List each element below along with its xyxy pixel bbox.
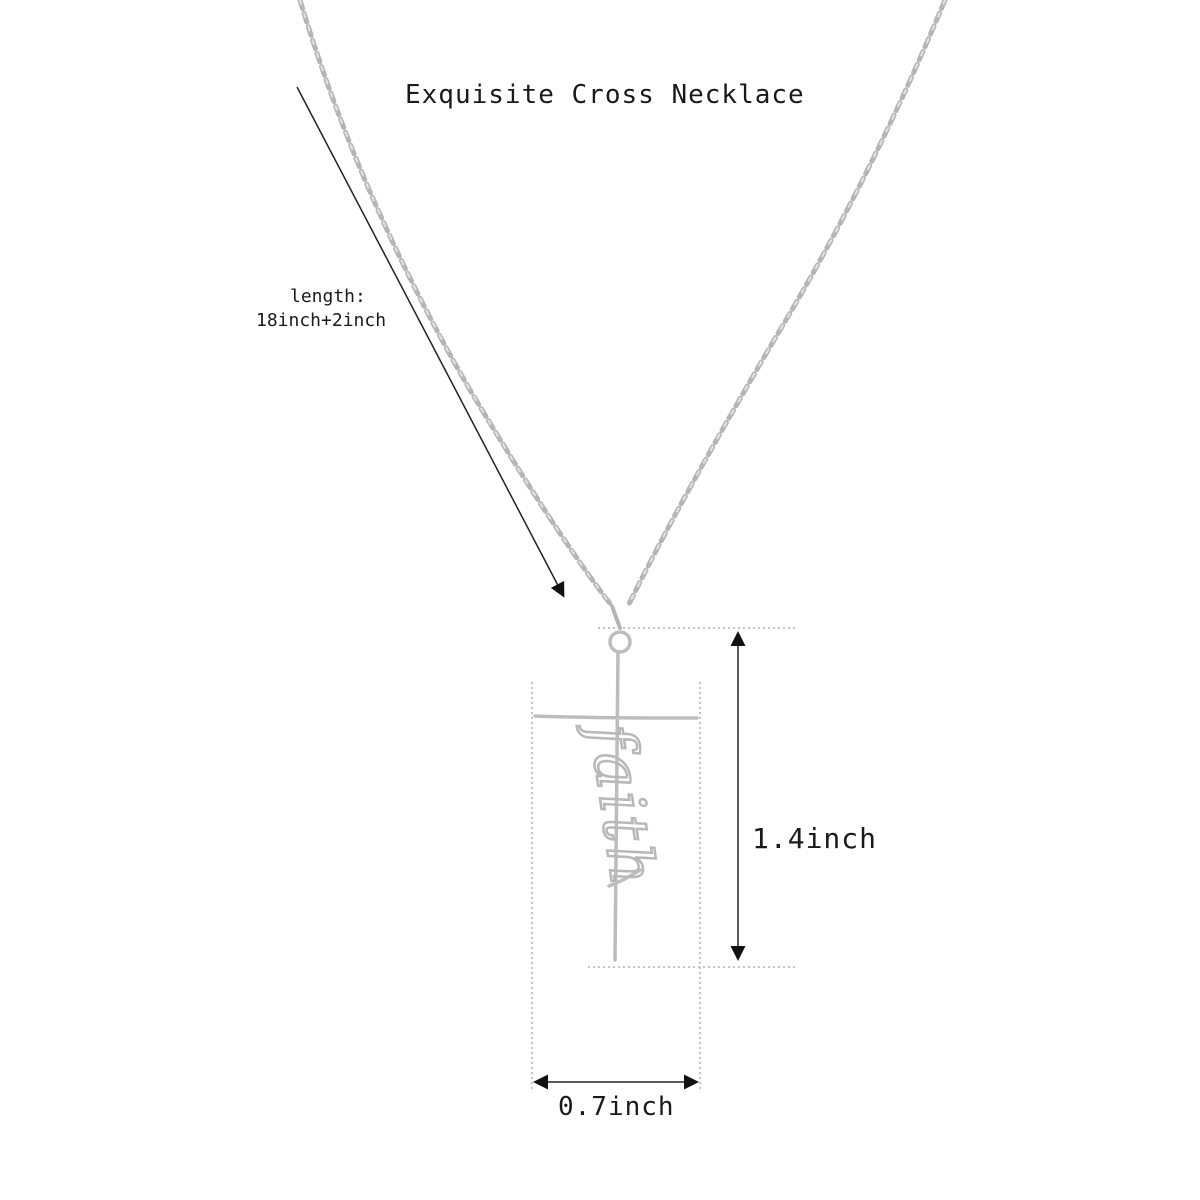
width-label: 0.7inch: [558, 1092, 675, 1122]
length-label: length:: [290, 286, 366, 307]
height-label: 1.4inch: [752, 822, 878, 855]
dimension-guides: [531, 627, 795, 1090]
jump-ring: [610, 604, 622, 630]
chain: [297, 0, 948, 630]
length-arrow: [296, 86, 565, 598]
chain-left-inner: [299, 0, 613, 607]
pendant-script-text: faith: [575, 716, 671, 893]
product-title: Exquisite Cross Necklace: [405, 80, 805, 110]
chain-right-inner: [627, 0, 946, 607]
length-value: 18inch+2inch: [256, 310, 387, 331]
cross-pendant: [533, 630, 699, 962]
